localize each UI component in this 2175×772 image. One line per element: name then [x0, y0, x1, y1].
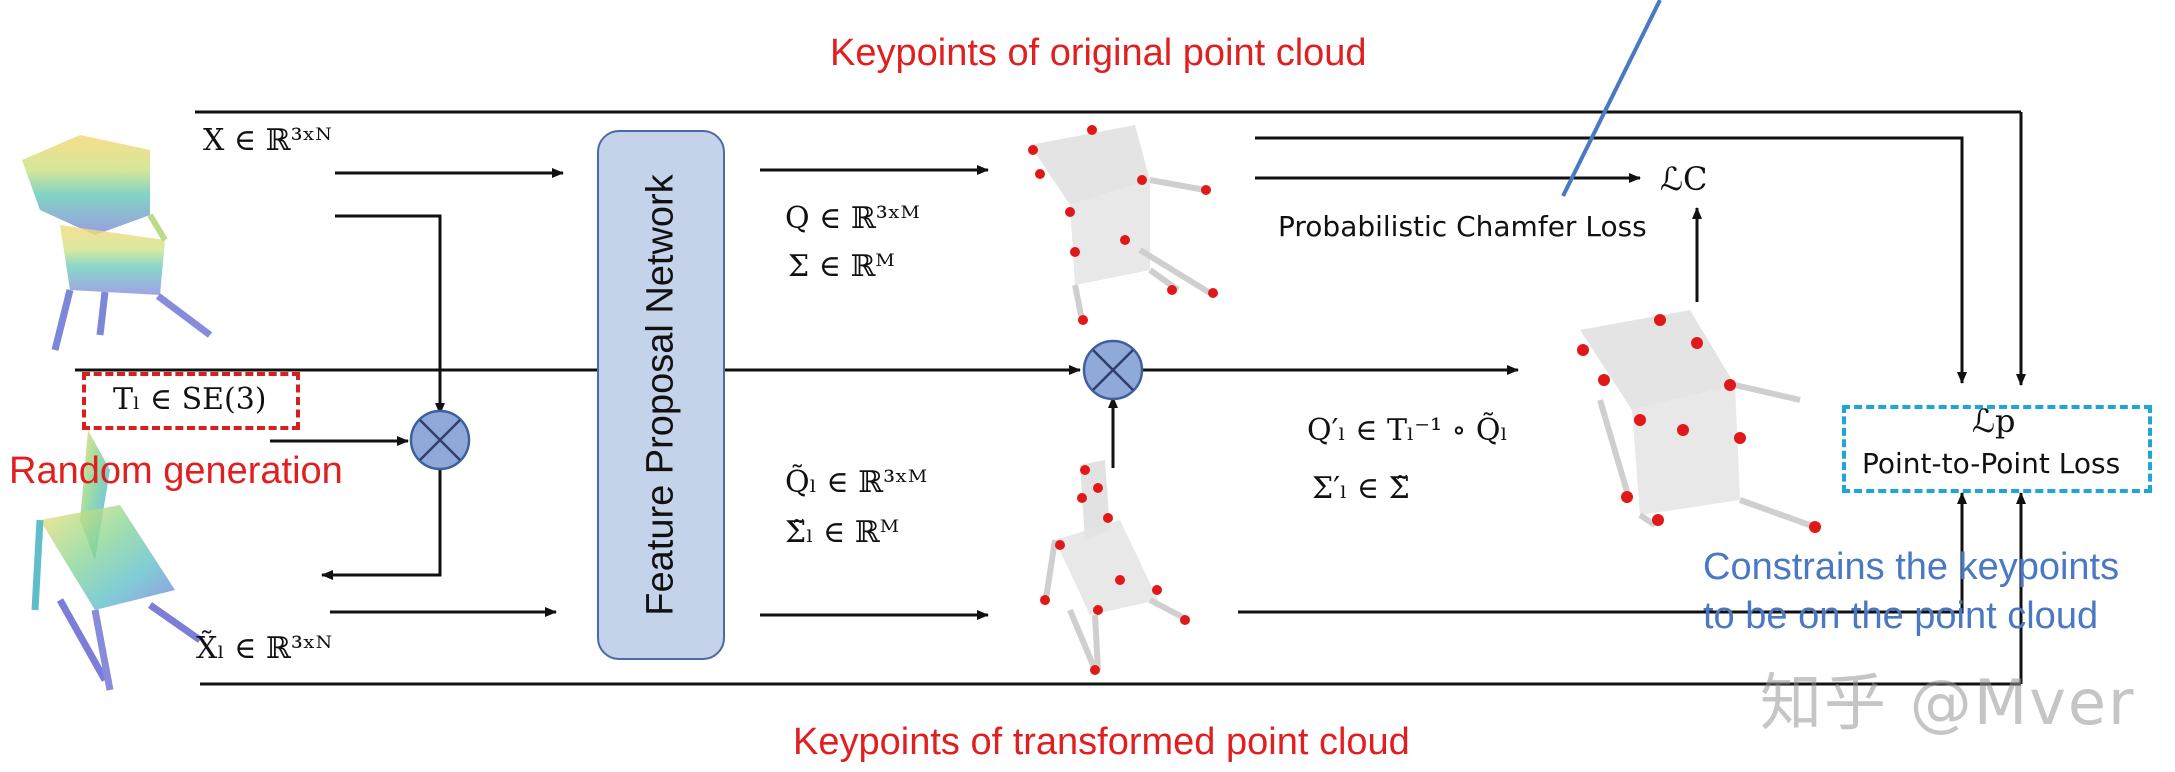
title-original-keypoints: Keypoints of original point cloud — [830, 32, 1367, 74]
ql-to-lp-connector — [1238, 492, 1967, 614]
operator-to-xl-connector — [321, 465, 442, 580]
transform-label: Tₗ ∈ SE(3) — [113, 382, 267, 417]
aligned-keypoints-chair — [1577, 310, 1821, 533]
qprime-label: Q′ₗ ∈ Tₗ⁻¹ ∘ Q̃ₗ — [1307, 413, 1508, 448]
q-to-lp-connector — [1255, 136, 1967, 384]
top-bypass-connector — [195, 110, 2026, 386]
sigmal-label: Σ̃ₗ ∈ ℝᴹ — [785, 515, 900, 550]
bottom-bypass-connector — [200, 492, 2026, 686]
watermark: 知乎 @Mver — [1760, 666, 2136, 739]
constraint-note-line2: to be on the point cloud — [1703, 595, 2099, 637]
input-xl-label: X̃ₗ ∈ ℝ³ˣᴺ — [196, 631, 333, 666]
lc-symbol: ℒC — [1660, 160, 1708, 198]
feature-proposal-network-block: Feature Proposal Network — [597, 130, 725, 660]
q-label: Q ∈ ℝ³ˣᴹ — [785, 201, 920, 236]
transformed-point-cloud-chair — [31, 430, 203, 691]
point-to-point-loss-box — [1842, 405, 2152, 493]
random-generation-label: Random generation — [9, 450, 343, 492]
lp-symbol: ℒp — [1972, 402, 2016, 440]
transform-dashed-box — [82, 372, 300, 430]
input-x-label: X ∈ ℝ³ˣᴺ — [203, 123, 332, 158]
title-transformed-keypoints: Keypoints of transformed point cloud — [793, 721, 1410, 763]
network-label: Feature Proposal Network — [639, 174, 682, 616]
inverse-transform-operator-icon — [1082, 339, 1144, 401]
transformed-keypoints-chair — [1040, 460, 1190, 675]
sigmaprime-label: Σ′ₗ ∈ Σ̃ — [1312, 471, 1410, 506]
input-point-cloud-chair — [22, 135, 213, 351]
chamfer-pointer-line — [1561, 0, 1662, 197]
x-to-operator-connector — [335, 214, 445, 415]
sigma-label: Σ ∈ ℝᴹ — [788, 249, 895, 284]
chamfer-loss-label: Probabilistic Chamfer Loss — [1278, 210, 1647, 243]
transform-operator-icon — [409, 409, 471, 471]
ql-label: Q̃ₗ ∈ ℝ³ˣᴹ — [785, 465, 928, 500]
original-keypoints-chair — [1028, 125, 1218, 325]
point-to-point-loss-label: Point-to-Point Loss — [1862, 447, 2121, 480]
constraint-note-line1: Constrains the keypoints — [1703, 546, 2120, 588]
